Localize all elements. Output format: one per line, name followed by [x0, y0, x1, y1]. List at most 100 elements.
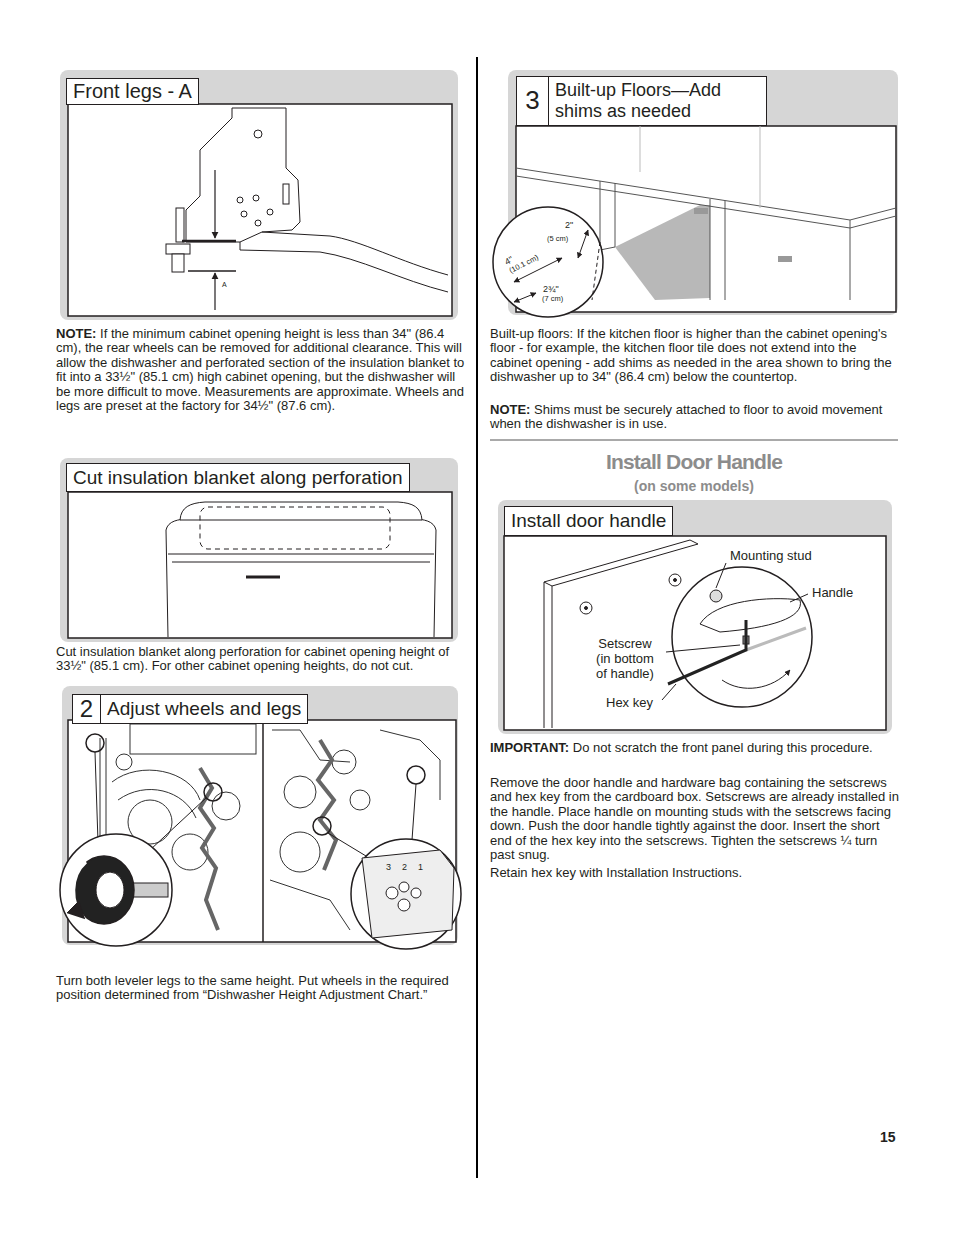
leg-bracket-drawing — [241, 211, 247, 217]
illustration-panel: Install door handle — [498, 500, 892, 734]
dishwasher-drawing — [168, 554, 434, 555]
wheel-position-magnifier — [351, 839, 461, 949]
callout-number: 2 — [402, 862, 407, 872]
dishwasher-base-drawing — [412, 784, 416, 840]
dimension-letter: A — [222, 281, 227, 288]
panel-frame — [498, 500, 892, 734]
note-paragraph: NOTE:Shims must be securely attached to … — [490, 403, 900, 432]
column-rule — [476, 57, 478, 1178]
dimension-label: (5 cm) — [547, 234, 568, 243]
leg-bracket-drawing — [240, 242, 241, 250]
callout-number: 2 — [402, 862, 407, 872]
note-paragraph: NOTE: — [56, 326, 96, 341]
dimension-label: (7 cm) — [542, 295, 563, 304]
part-label: Setscrew (in bottom of handle) — [592, 636, 658, 681]
dimension-label: 2" — [565, 220, 573, 230]
panel-frame — [60, 70, 898, 945]
panel-heading-tab: Install door handle — [504, 506, 673, 536]
part-label: Hex key — [606, 695, 653, 710]
panel-frame — [62, 686, 458, 945]
wheel-position-magnifier — [351, 839, 461, 949]
part-label: Mounting stud — [730, 548, 812, 563]
panel-frame — [68, 492, 452, 638]
shim-area-magnifier — [514, 293, 536, 302]
dimension-label: (10.1 cm) — [508, 253, 540, 275]
dimension-label: 2" — [565, 220, 573, 230]
dishwasher-base-drawing — [262, 720, 264, 942]
panel-heading: Install door handle — [505, 510, 672, 532]
leg-bracket-drawing — [255, 220, 261, 226]
callout-number: 1 — [418, 862, 423, 872]
dishwasher-base-drawing — [95, 752, 98, 842]
handle-magnifier — [790, 594, 808, 602]
leg-bracket-drawing — [214, 273, 215, 310]
leveler-leg-magnifier — [60, 834, 172, 946]
dishwasher-drawing — [246, 576, 280, 579]
callout-number: 3 — [386, 862, 391, 872]
cabinet-opening-drawing — [760, 126, 761, 208]
dishwasher-base-drawing — [116, 754, 132, 770]
column-rule — [477, 57, 898, 1178]
dishwasher-base-drawing — [407, 766, 425, 784]
leveler-leg-magnifier — [74, 856, 134, 924]
leg-bracket-drawing — [182, 240, 236, 243]
dimension-label: 2¾" — [543, 284, 559, 294]
body-paragraph: Remove the door handle and hardware bag … — [490, 775, 899, 862]
dimension-label: 2¾" — [543, 284, 559, 294]
shim-area-magnifier — [578, 230, 588, 258]
leg-bracket-drawing — [267, 209, 273, 215]
dishwasher-base-drawing — [212, 792, 240, 820]
leg-bracket-drawing — [186, 108, 300, 242]
column-rule — [490, 440, 898, 441]
dishwasher-base-drawing — [332, 750, 356, 774]
part-label: Hex key — [606, 696, 653, 711]
cabinet-opening-drawing — [615, 205, 710, 300]
dishwasher-base-drawing — [270, 880, 350, 930]
dimension-label: (5 cm) — [547, 235, 568, 244]
handle-magnifier — [746, 628, 806, 650]
body-paragraph: Remove the door handle and hardware bag … — [490, 776, 900, 862]
panel-heading-tab: 2Adjust wheels and legs — [72, 694, 308, 724]
cabinet-opening-drawing — [600, 181, 601, 250]
panel-heading-tab: Front legs - A — [66, 78, 199, 105]
leg-bracket-drawing — [283, 184, 289, 204]
dishwasher-drawing — [166, 519, 436, 637]
door-panel-drawing — [669, 574, 681, 586]
page-number: 15 — [880, 1129, 896, 1145]
dimension-label: (7 cm) — [542, 294, 563, 303]
panel-heading-tab: Cut insulation blanket along perforation — [66, 463, 410, 492]
leg-bracket-drawing — [188, 270, 236, 272]
body-paragraph: Built-up floors: If the kitchen floor is… — [490, 326, 892, 384]
wheel-position-magnifier — [399, 882, 409, 892]
panel-heading: Cut insulation blanket along perforation — [67, 467, 409, 489]
panel-frame — [60, 70, 458, 320]
body-paragraph: Retain hex key with Installation Instruc… — [490, 866, 900, 880]
panel-frame — [68, 720, 456, 942]
dishwasher-base-drawing — [280, 832, 320, 872]
cabinet-opening-drawing — [778, 256, 792, 262]
callout-number: 3 — [386, 862, 391, 872]
part-label: Handle — [812, 585, 853, 600]
important-paragraph: IMPORTANT:Do not scratch the front panel… — [490, 741, 900, 755]
part-label: Setscrew (in bottom of handle) — [596, 636, 654, 681]
dishwasher-base-drawing — [318, 740, 336, 870]
dishwasher-base-drawing — [313, 817, 331, 835]
dishwasher-base-drawing — [350, 790, 370, 810]
leg-bracket-drawing — [172, 254, 184, 272]
body-paragraph: Cut insulation blanket along perforation… — [56, 644, 449, 673]
handle-magnifier — [668, 620, 746, 684]
note-paragraph: Shims must be securely attached to floor… — [490, 402, 882, 431]
page-number: 15 — [880, 1129, 896, 1145]
illustration-panel: Front legs - A — [60, 70, 458, 320]
note-paragraph: NOTE: — [490, 402, 530, 417]
dishwasher-drawing — [172, 562, 430, 563]
panel-heading-tab: 3Built-up Floors—Add shims as needed — [516, 76, 767, 126]
leg-bracket-drawing — [237, 197, 243, 203]
handle-magnifier — [666, 645, 740, 652]
dishwasher-base-drawing — [200, 768, 218, 930]
cabinet-opening-drawing — [640, 126, 641, 172]
door-panel-drawing — [544, 582, 545, 728]
